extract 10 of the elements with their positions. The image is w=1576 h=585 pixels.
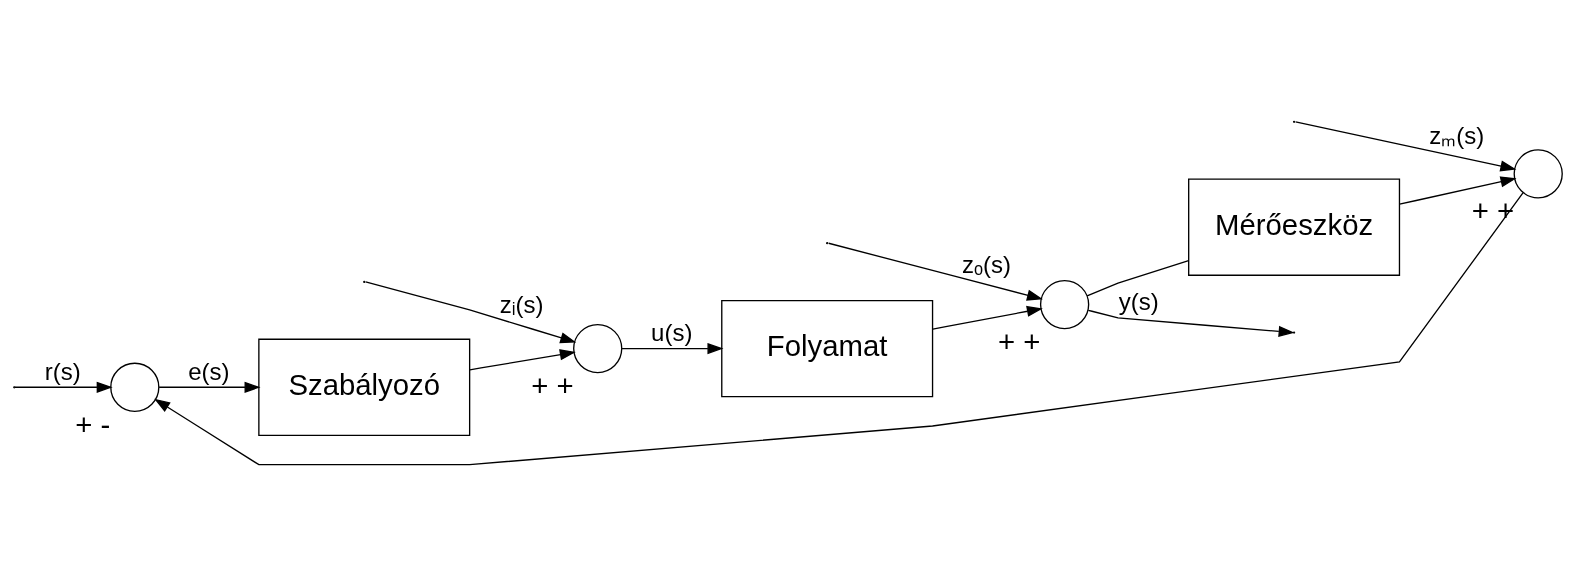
edge-label: zₒ(s) xyxy=(962,250,1012,278)
node-label: + + xyxy=(531,368,574,402)
edge-label: r(s) xyxy=(44,357,81,385)
edge-label: e(s) xyxy=(188,357,230,385)
edge-label: zᵢ(s) xyxy=(499,290,544,318)
node-label: + + xyxy=(998,324,1041,358)
edge-label: zₘ(s) xyxy=(1429,121,1485,149)
edge-label: u(s) xyxy=(651,318,693,346)
node-label: + - xyxy=(75,407,111,441)
edge-label: y(s) xyxy=(1118,287,1159,315)
